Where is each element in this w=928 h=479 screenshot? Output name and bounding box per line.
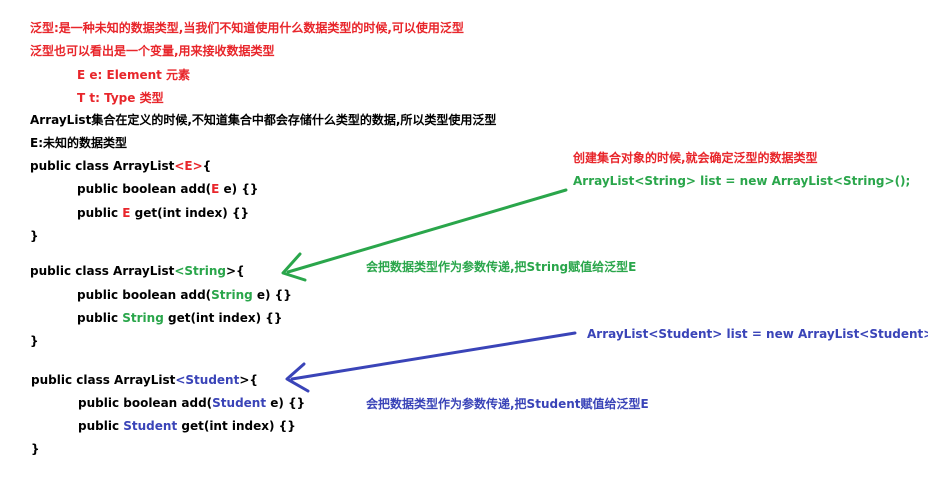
angle-close: > xyxy=(239,373,250,387)
get-prefix: public xyxy=(77,206,123,220)
intro-line-1: 泛型:是一种未知的数据类型,当我们不知道使用什么数据类型的时候,可以使用泛型 xyxy=(30,21,464,35)
decl-prefix: public class ArrayList xyxy=(31,373,176,387)
student-instantiation: ArrayList<Student> list = new ArrayList<… xyxy=(587,327,928,341)
type-param: Student xyxy=(123,419,178,433)
type-param: String xyxy=(184,264,226,278)
decl-prefix: public class ArrayList xyxy=(30,159,175,173)
add-suffix: e) {} xyxy=(219,182,259,196)
close-brace-student: } xyxy=(31,442,40,456)
brace-open: { xyxy=(249,373,258,387)
brace-open: { xyxy=(236,264,245,278)
close-brace-string: } xyxy=(30,334,39,348)
get-suffix: get(int index) {} xyxy=(177,419,296,433)
close-brace-e: } xyxy=(30,229,39,243)
intro-line-5: ArrayList集合在定义的时候,不知道集合中都会存储什么类型的数据,所以类型… xyxy=(30,113,497,127)
angle-close: > xyxy=(192,159,203,173)
brace-open: { xyxy=(202,159,212,173)
angle-open: < xyxy=(174,264,185,278)
get-suffix: get(int index) {} xyxy=(130,206,250,220)
add-prefix: public boolean add( xyxy=(78,396,213,410)
intro-line-6: E:未知的数据类型 xyxy=(30,136,127,150)
type-param: Student xyxy=(212,396,267,410)
decl-prefix: public class ArrayList xyxy=(30,264,175,278)
add-method-string: public boolean add(String e) {} xyxy=(77,287,292,303)
add-method-student: public boolean add(Student e) {} xyxy=(78,395,305,411)
string-note: 会把数据类型作为参数传递,把String赋值给泛型E xyxy=(366,260,637,274)
add-suffix: e) {} xyxy=(252,288,292,302)
class-decl-string: public class ArrayList<String>{ xyxy=(30,263,245,279)
get-method-string: public String get(int index) {} xyxy=(77,310,282,326)
angle-close: > xyxy=(225,264,237,278)
class-decl-e: public class ArrayList<E>{ xyxy=(30,158,211,174)
get-method-student: public Student get(int index) {} xyxy=(78,418,296,434)
string-instantiation: ArrayList<String> list = new ArrayList<S… xyxy=(573,174,911,188)
blue-arrow-icon xyxy=(285,331,577,393)
add-method-e: public boolean add(E e) {} xyxy=(77,181,258,197)
angle-open: < xyxy=(174,159,185,173)
add-suffix: e) {} xyxy=(266,396,306,410)
intro-line-2: 泛型也可以看出是一个变量,用来接收数据类型 xyxy=(30,44,275,58)
angle-open: < xyxy=(175,373,186,387)
get-suffix: get(int index) {} xyxy=(163,311,283,325)
create-note: 创建集合对象的时候,就会确定泛型的数据类型 xyxy=(573,151,818,165)
type-param: String xyxy=(122,311,164,325)
intro-line-4: T t: Type 类型 xyxy=(77,91,164,105)
green-arrow-icon xyxy=(281,188,568,282)
student-note: 会把数据类型作为参数传递,把Student赋值给泛型E xyxy=(366,397,649,411)
type-param: E xyxy=(122,206,131,220)
type-param: String xyxy=(211,288,253,302)
intro-line-3: E e: Element 元素 xyxy=(77,68,191,82)
get-method-e: public E get(int index) {} xyxy=(77,205,249,221)
get-prefix: public xyxy=(78,419,124,433)
type-param: E xyxy=(184,159,193,173)
type-param: Student xyxy=(185,373,240,387)
add-prefix: public boolean add( xyxy=(77,182,212,196)
class-decl-student: public class ArrayList<Student>{ xyxy=(31,372,258,388)
get-prefix: public xyxy=(77,311,123,325)
add-prefix: public boolean add( xyxy=(77,288,212,302)
type-param: E xyxy=(211,182,220,196)
